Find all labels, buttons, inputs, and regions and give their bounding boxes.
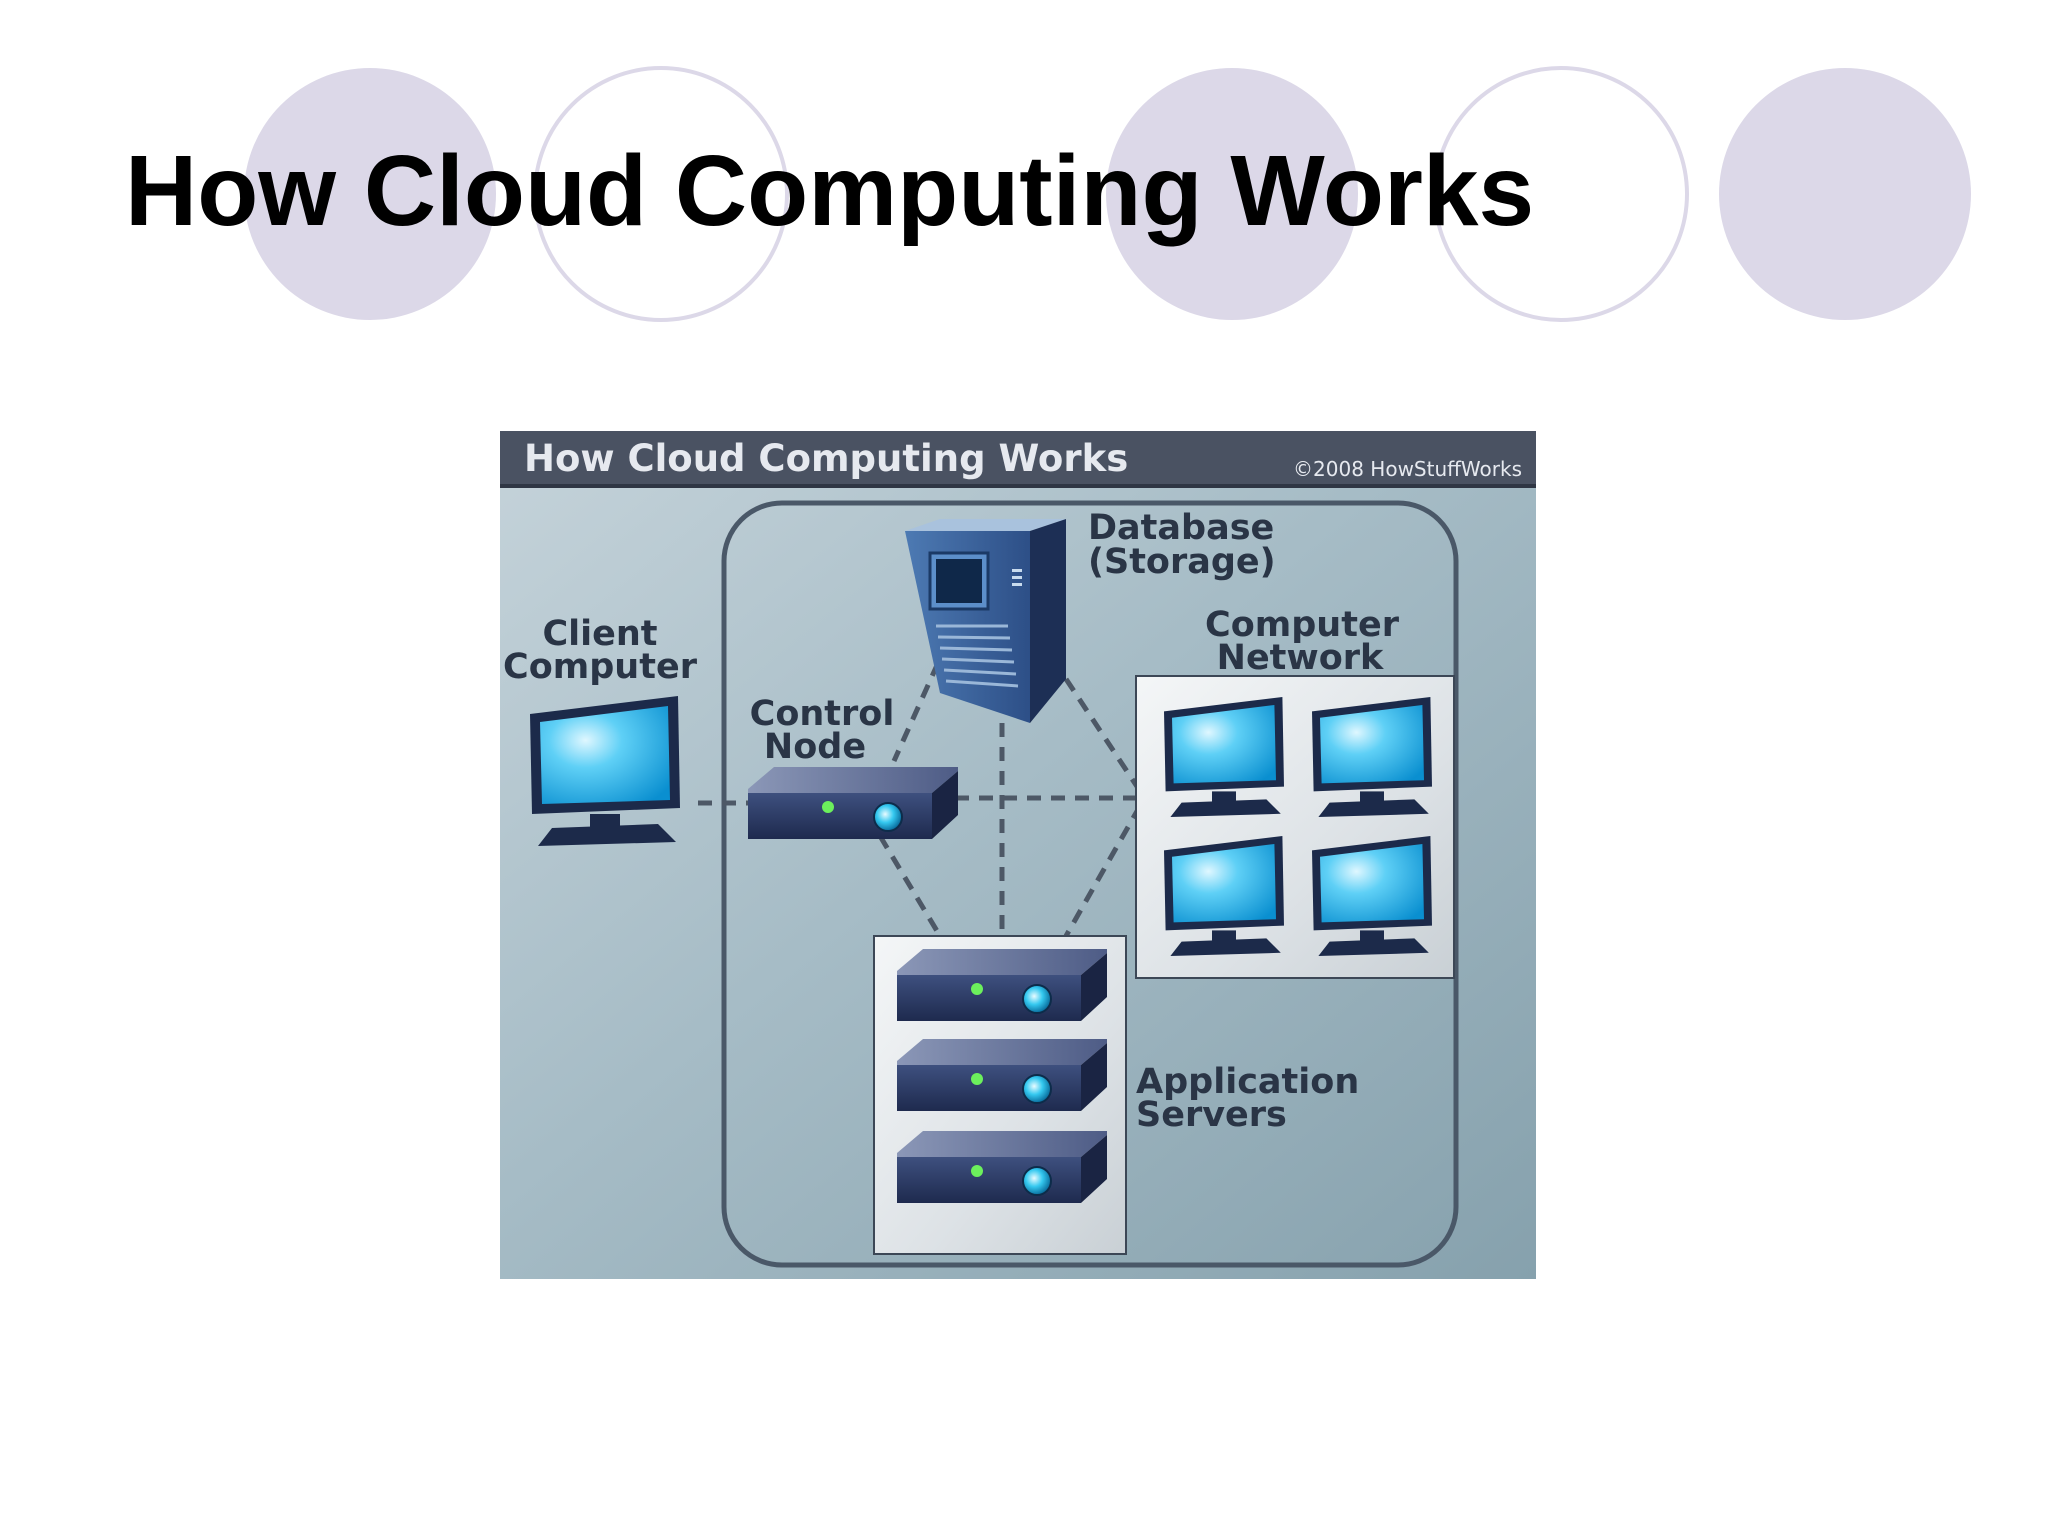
control-node-label-line1: Control <box>750 694 895 734</box>
database-server-icon <box>905 519 1066 723</box>
decorative-circle-ring <box>1433 66 1689 322</box>
decorative-circle-ring <box>533 66 789 322</box>
application-server-icon <box>896 1038 1108 1112</box>
client-label-line1: Client <box>542 614 657 654</box>
application-servers-label-line2: Servers <box>1136 1095 1287 1135</box>
database-label-line1: Database <box>1088 508 1274 548</box>
decorative-circle-filled <box>1106 68 1358 320</box>
application-server-icon <box>896 948 1108 1022</box>
database-label-line2: (Storage) <box>1088 542 1276 582</box>
decorative-circle-filled <box>1719 68 1971 320</box>
diagram-header: How Cloud Computing Works ©2008 HowStuff… <box>500 431 1536 488</box>
cloud-computing-diagram: How Cloud Computing Works ©2008 HowStuff… <box>500 431 1536 1279</box>
cloud-boundary <box>721 500 1459 1268</box>
application-servers-box <box>873 935 1127 1255</box>
control-node-server-icon <box>747 766 959 840</box>
diagram-header-title: How Cloud Computing Works <box>524 437 1128 480</box>
client-label-line2: Computer <box>503 647 698 687</box>
slide-title: How Cloud Computing Works <box>125 135 1535 247</box>
control-node-label-line2: Node <box>764 727 866 767</box>
connection-lines <box>698 661 1143 938</box>
application-servers-label-line1: Application <box>1136 1062 1359 1102</box>
decorative-circle-filled <box>244 68 496 320</box>
computer-network-label-line1: Computer <box>1205 605 1400 645</box>
computer-network-label-line2: Network <box>1217 638 1384 678</box>
diagram-copyright: ©2008 HowStuffWorks <box>1293 457 1522 481</box>
application-server-icon <box>896 1130 1108 1204</box>
computer-network-box <box>1135 675 1455 979</box>
